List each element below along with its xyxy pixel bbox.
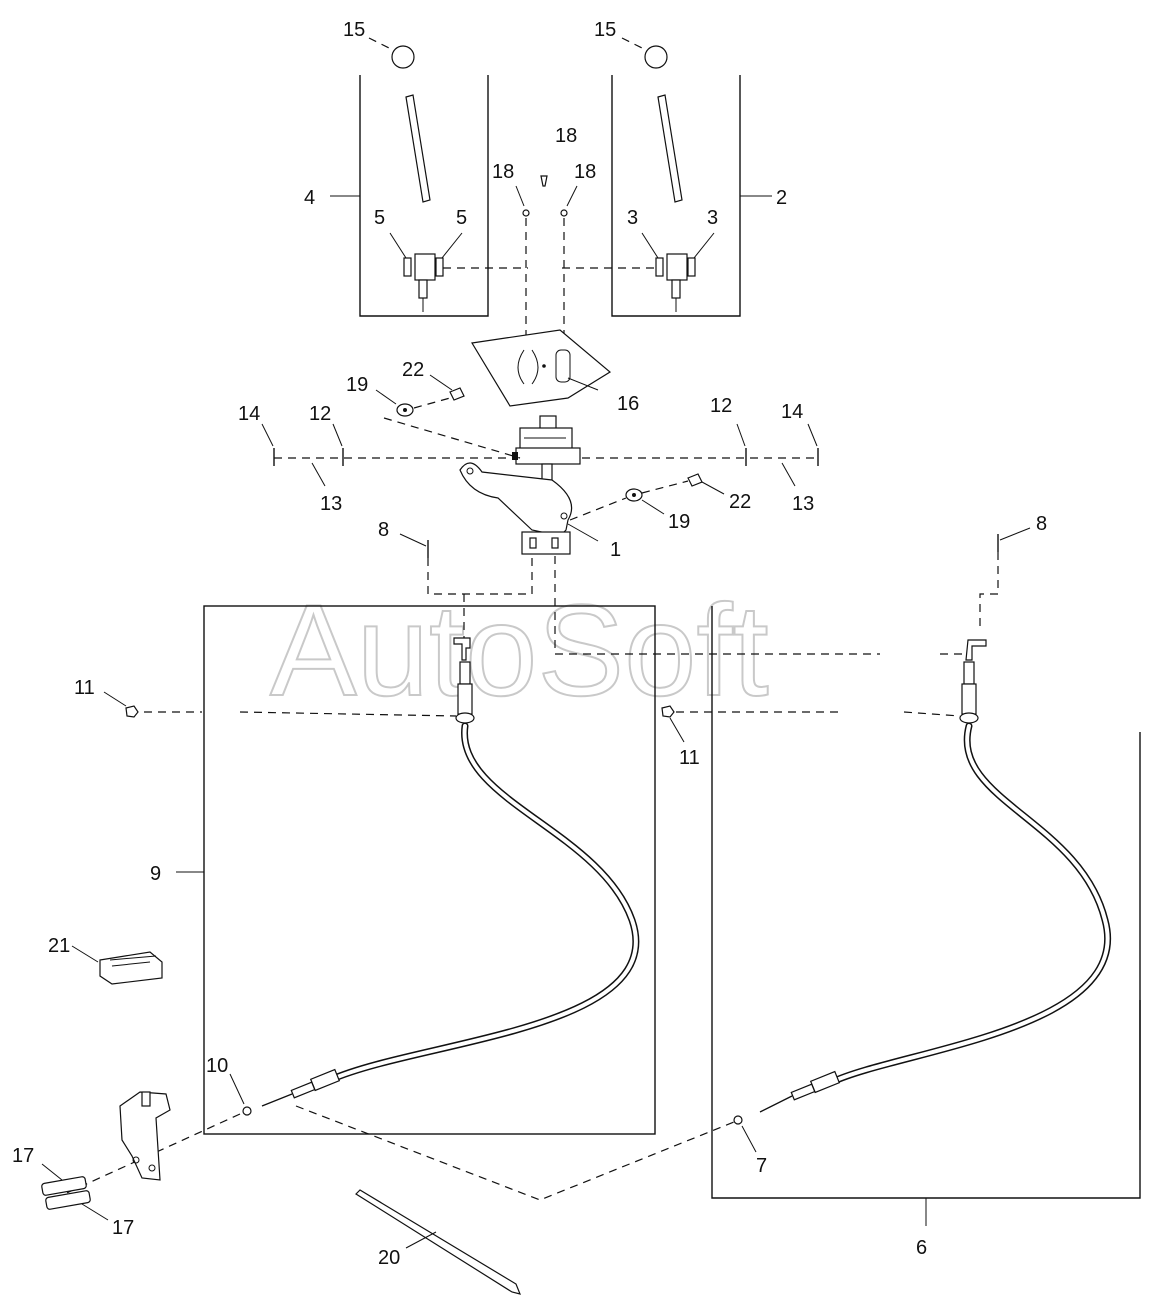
- callout-12-left: 12: [309, 403, 331, 425]
- bolt-22-right: [569, 473, 725, 521]
- pin-8-right: [940, 527, 1031, 655]
- right-control-housing: [611, 37, 772, 317]
- washer-19-left: [375, 389, 414, 417]
- left-spacer-5a: [403, 257, 412, 277]
- washer-19-right: [625, 488, 665, 515]
- left-control-housing: [330, 37, 489, 317]
- callout-19-left: 19: [346, 374, 368, 396]
- callout-3-right: 3: [707, 207, 718, 229]
- right-knob-15: [644, 45, 668, 69]
- callout-6: 6: [916, 1237, 927, 1259]
- callout-11-left: 11: [74, 677, 95, 699]
- control-cable-left: [261, 637, 640, 1107]
- callout-labels: 15 15 18 18 18 4 2 5 5 3 3 22 19 16 14 1…: [12, 19, 1047, 1269]
- callout-7: 7: [756, 1155, 767, 1177]
- bolts-18: [515, 175, 578, 217]
- callout-9: 9: [150, 863, 161, 885]
- pin-8-left: [399, 533, 880, 655]
- callout-19-right: 19: [668, 511, 690, 533]
- callout-21: 21: [48, 935, 70, 957]
- nut-7: [733, 1115, 757, 1153]
- callout-20: 20: [378, 1247, 400, 1269]
- callout-15-right: 15: [594, 19, 616, 41]
- cable-panel-6: [711, 606, 1141, 1226]
- callout-14-right: 14: [781, 401, 803, 423]
- callout-16: 16: [617, 393, 639, 415]
- callout-12-right: 12: [710, 395, 732, 417]
- callout-17-top: 17: [12, 1145, 34, 1167]
- callout-4: 4: [304, 187, 315, 209]
- callout-18-left: 18: [492, 161, 514, 183]
- callout-1: 1: [610, 539, 621, 561]
- right-spacer-3b: [687, 257, 696, 277]
- callout-8-right: 8: [1036, 513, 1047, 535]
- callout-14-left: 14: [238, 403, 260, 425]
- cable-panel-9: [176, 605, 656, 1135]
- callout-2: 2: [776, 187, 787, 209]
- callout-18-right: 18: [574, 161, 596, 183]
- callout-11-right: 11: [679, 747, 700, 769]
- callout-10: 10: [206, 1055, 228, 1077]
- nut-10: [229, 1073, 252, 1116]
- clevis-bracket: [41, 1091, 171, 1221]
- callout-22-left: 22: [402, 359, 424, 381]
- callout-13-left: 13: [320, 493, 342, 515]
- callout-3-left: 3: [627, 207, 638, 229]
- nut-11-right: [661, 705, 961, 743]
- callout-18-top: 18: [555, 125, 577, 147]
- right-spacer-3a: [655, 257, 664, 277]
- strap-21: [71, 945, 163, 985]
- callout-5-left: 5: [374, 207, 385, 229]
- callout-17-bottom: 17: [112, 1217, 134, 1239]
- watermark-text: AutoSoft: [270, 577, 769, 723]
- left-spacer-5b: [435, 257, 444, 277]
- cross-shaft-13: [261, 423, 819, 487]
- callout-5-right: 5: [456, 207, 467, 229]
- pivot-bracket-1: [459, 415, 599, 555]
- control-cable-right: [759, 639, 1112, 1113]
- nut-11-left: [103, 691, 457, 718]
- cable-tie-20: [355, 1189, 521, 1295]
- callout-15-left: 15: [343, 19, 365, 41]
- callout-13-right: 13: [792, 493, 814, 515]
- left-knob-15: [391, 45, 415, 69]
- bolt-22-left: [413, 374, 465, 409]
- plate-16: [471, 329, 612, 407]
- callout-8-left: 8: [378, 519, 389, 541]
- callout-22-right: 22: [729, 491, 751, 513]
